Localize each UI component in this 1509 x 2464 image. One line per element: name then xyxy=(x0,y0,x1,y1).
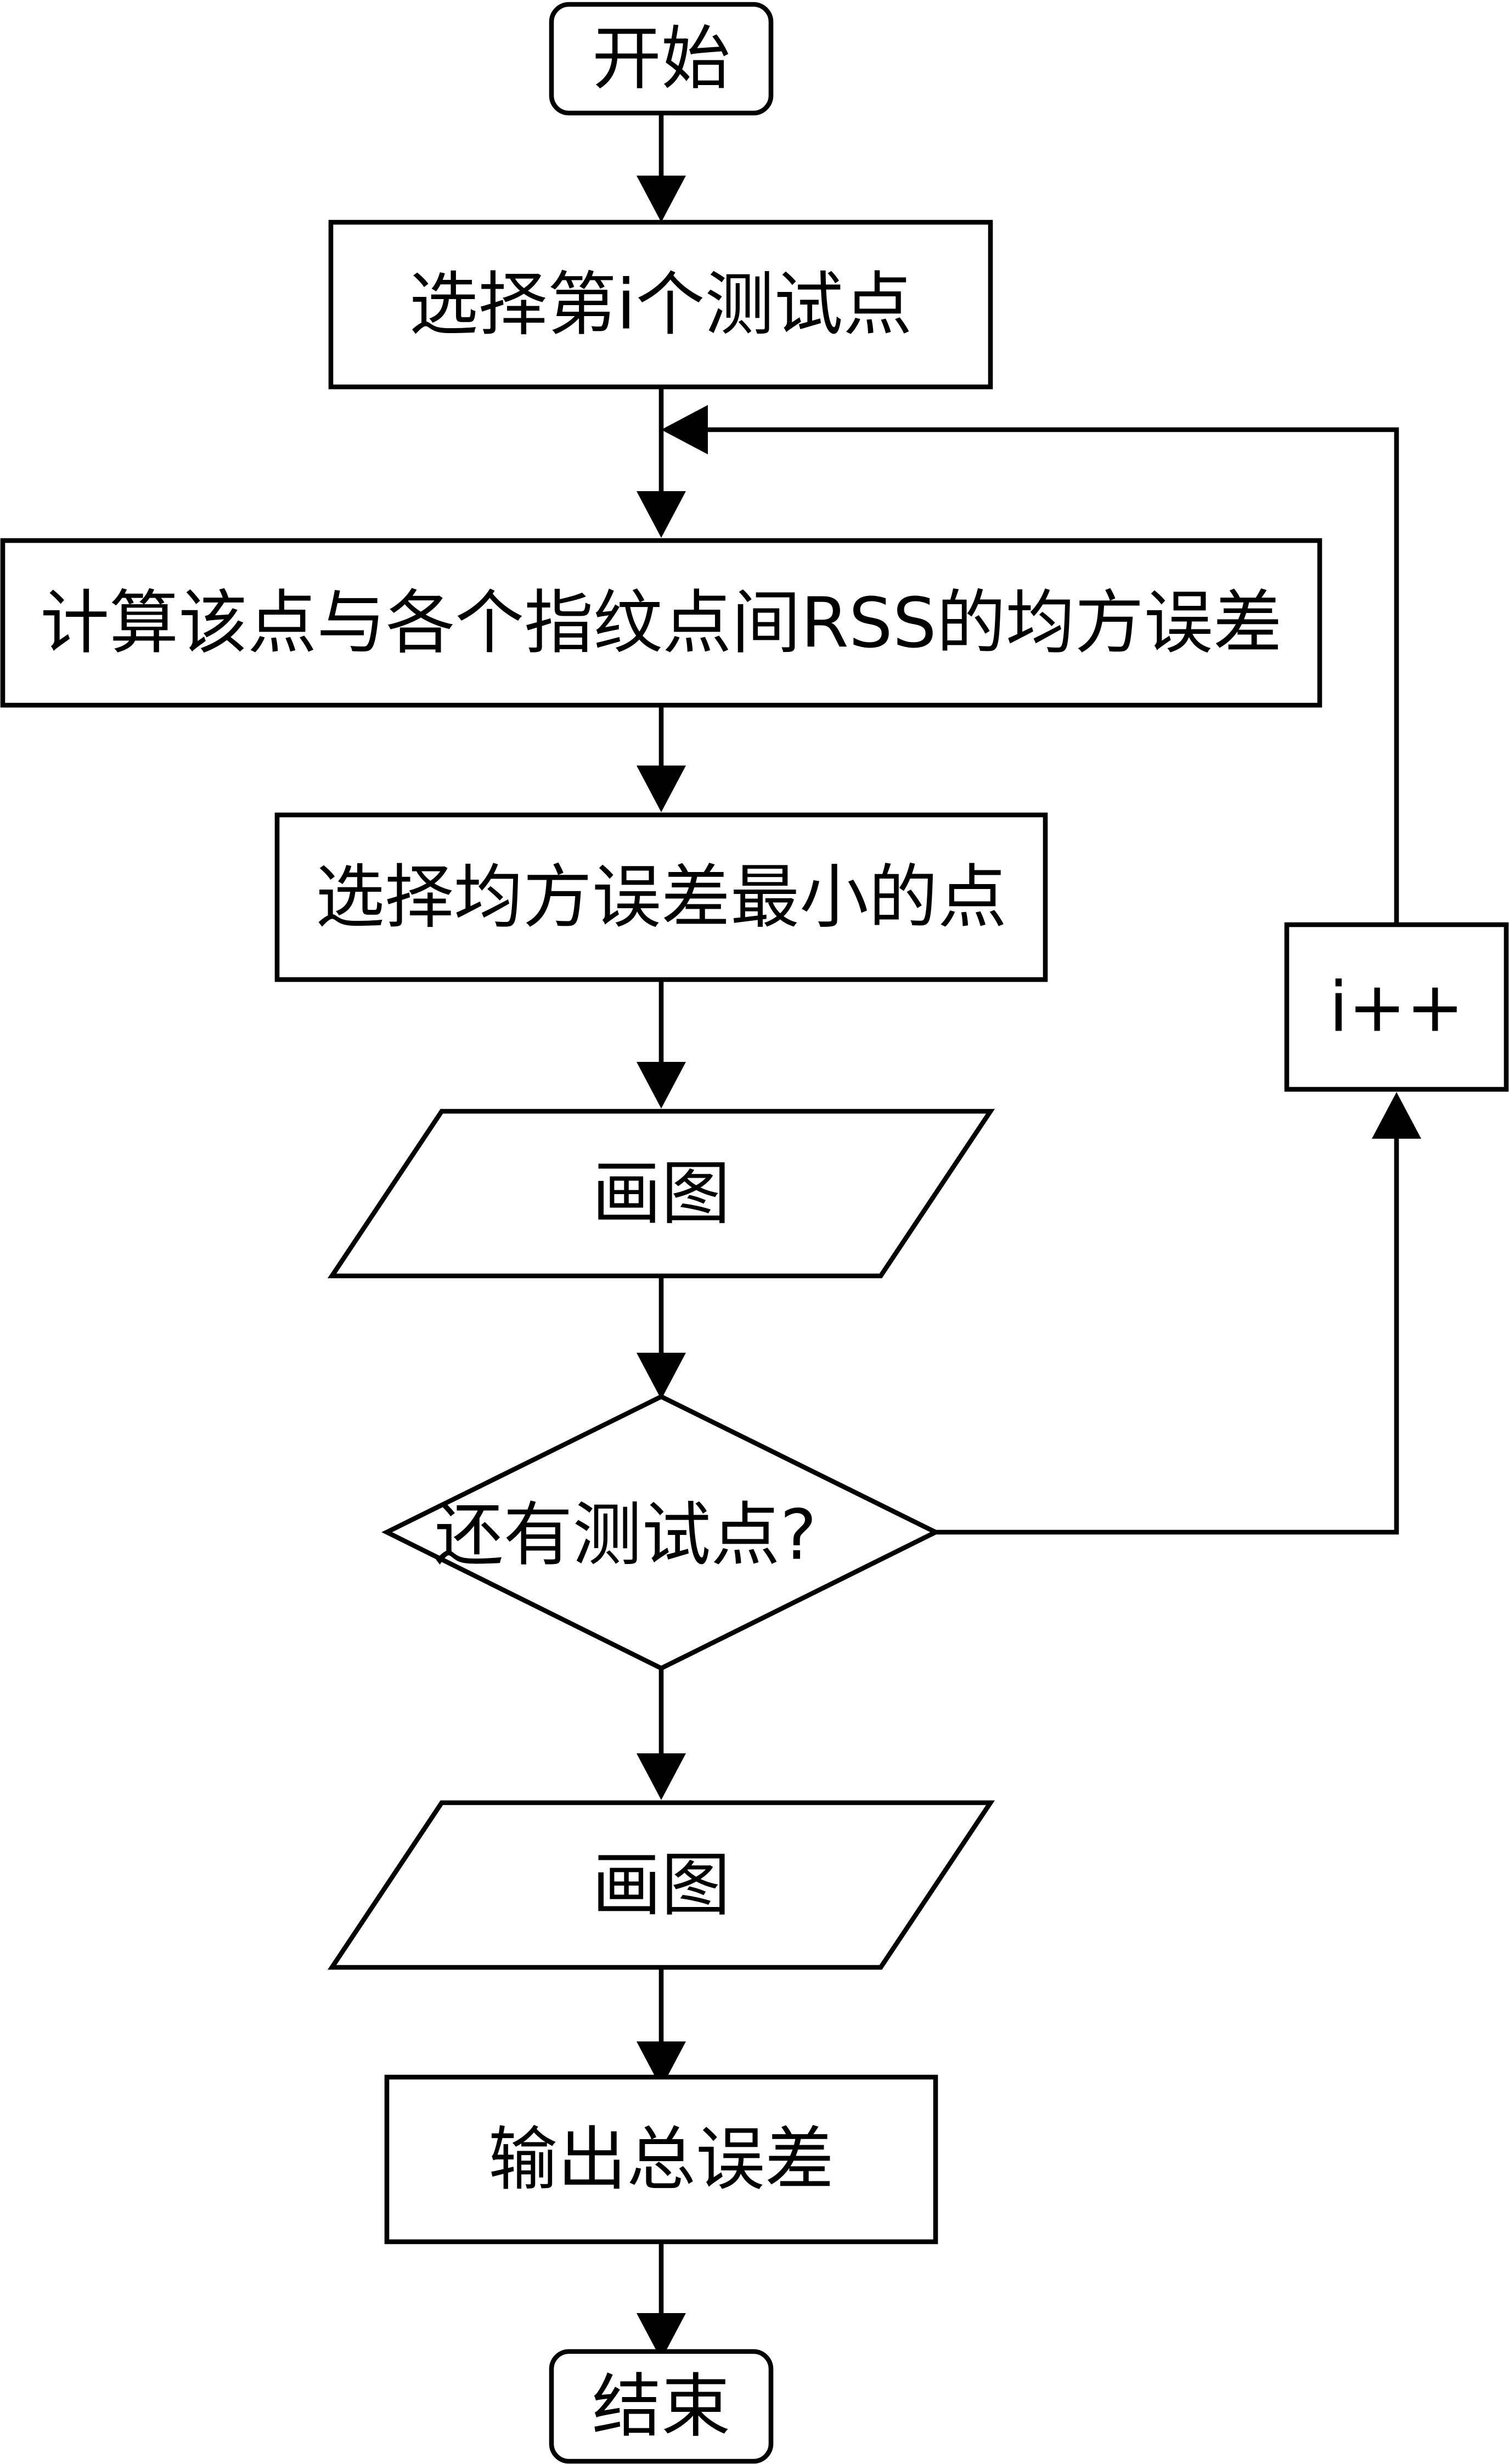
node-output-error: 输出总误差 xyxy=(384,2074,938,2244)
node-compute-mse: 计算该点与各个指纹点间RSS的均方误差 xyxy=(0,538,1322,708)
node-increment-label: i++ xyxy=(1329,967,1464,1048)
node-increment: i++ xyxy=(1284,922,1509,1092)
node-select-min-label: 选择均方误差最小的点 xyxy=(316,857,1007,938)
node-compute-mse-label: 计算该点与各个指纹点间RSS的均方误差 xyxy=(40,583,1282,663)
node-select-min: 选择均方误差最小的点 xyxy=(274,812,1048,982)
node-more-points-decision: 还有测试点? xyxy=(381,1394,941,1671)
node-more-points-label: 还有测试点? xyxy=(435,1495,817,1576)
node-select-point: 选择第i个测试点 xyxy=(328,220,993,390)
edges xyxy=(658,113,1399,2324)
arrowhead-select-point xyxy=(637,176,686,222)
node-output-error-label: 输出总误差 xyxy=(488,2119,834,2200)
node-start: 开始 xyxy=(549,2,774,116)
arrowhead-increment xyxy=(1372,1092,1421,1139)
node-end-label: 结束 xyxy=(592,2366,730,2447)
edge-increment-loop-back xyxy=(702,427,1399,925)
arrowhead-draw-2 xyxy=(637,1753,686,1800)
arrowheads xyxy=(637,176,1421,2360)
arrowhead-compute-mse xyxy=(637,491,686,538)
node-draw-1: 画图 xyxy=(327,1109,995,1279)
node-start-label: 开始 xyxy=(592,19,730,99)
edge-decision-to-increment xyxy=(936,1130,1399,1535)
arrowhead-end xyxy=(637,2313,686,2360)
node-select-point-label: 选择第i个测试点 xyxy=(409,265,912,345)
node-draw-2-label: 画图 xyxy=(592,1845,730,1926)
arrowhead-output xyxy=(637,2041,686,2088)
node-draw-2: 画图 xyxy=(327,1800,995,1970)
node-draw-1-label: 画图 xyxy=(592,1154,730,1234)
arrowhead-select-min xyxy=(637,766,686,812)
arrowhead-decision xyxy=(637,1353,686,1399)
node-end: 结束 xyxy=(549,2349,774,2464)
arrowhead-draw-1 xyxy=(637,1062,686,1109)
arrowhead-loop-back xyxy=(661,405,708,454)
